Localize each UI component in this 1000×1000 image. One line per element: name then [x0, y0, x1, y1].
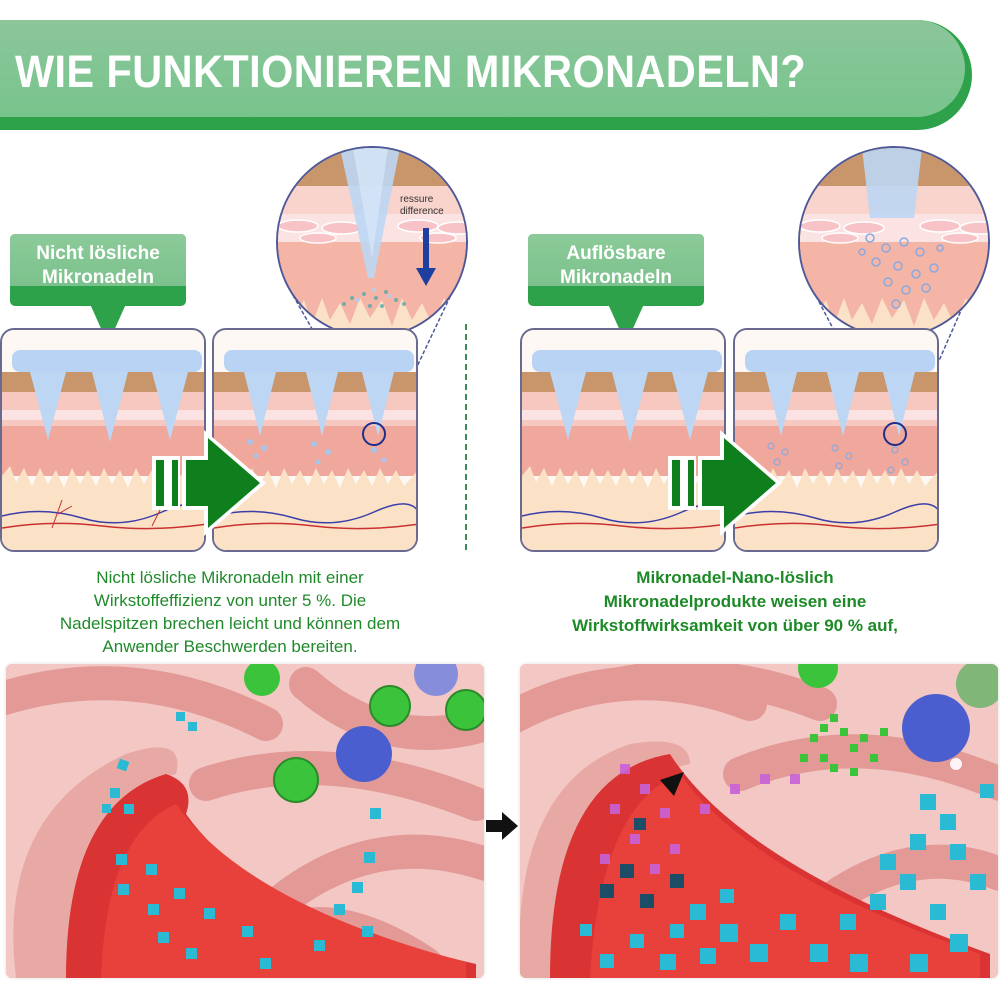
arrow-right-icon: [668, 430, 782, 536]
arrow-down-icon: [416, 268, 436, 286]
vessel-illustration-dissolvable: [520, 664, 998, 978]
skin-panel-dissolvable-after: [733, 328, 939, 552]
pressure-label: ressure difference: [400, 194, 444, 217]
arrow-right-icon: [660, 772, 684, 796]
arrow-right-icon: [152, 430, 266, 536]
callout-dissolvable: Auflösbare Mikronadeln: [528, 234, 704, 344]
skin-closeup-illustration: [800, 148, 988, 336]
callout-insoluble: Nicht lösliche Mikronadeln: [10, 234, 186, 344]
skin-layers-illustration: [735, 330, 937, 550]
vessel-illustration-insoluble: [6, 664, 484, 978]
skin-closeup-illustration: [278, 148, 466, 336]
zoom-circle-dissolvable: [798, 146, 990, 338]
description-dissolvable: Mikronadel-Nano-löslich Mikronadelproduk…: [572, 568, 898, 635]
skin-layers-illustration: [522, 330, 724, 550]
skin-panel-insoluble-before: [0, 328, 206, 552]
description-insoluble: Nicht lösliche Mikronadeln mit einer Wir…: [59, 568, 401, 656]
focus-circle: [362, 422, 386, 446]
blood-vessel-illustration: [520, 664, 998, 978]
title-banner: WIE FUNKTIONIEREN MIKRONADELN?: [0, 20, 972, 130]
callout-label: Nicht lösliche Mikronadeln: [36, 243, 160, 288]
blood-vessel-illustration: [6, 664, 484, 978]
focus-circle: [883, 422, 907, 446]
zoom-circle-insoluble: ressure difference: [276, 146, 468, 338]
skin-layers-illustration: [2, 330, 204, 550]
section-divider: [465, 324, 467, 550]
skin-layers-illustration: [214, 330, 416, 550]
title-banner-face: WIE FUNKTIONIEREN MIKRONADELN?: [0, 20, 965, 117]
skin-panel-insoluble-after: [212, 328, 418, 552]
skin-panel-dissolvable-before: [520, 328, 726, 552]
page-title: WIE FUNKTIONIEREN MIKRONADELN?: [15, 46, 807, 97]
arrow-right-icon: [486, 812, 518, 840]
callout-label: Auflösbare Mikronadeln: [560, 243, 672, 288]
